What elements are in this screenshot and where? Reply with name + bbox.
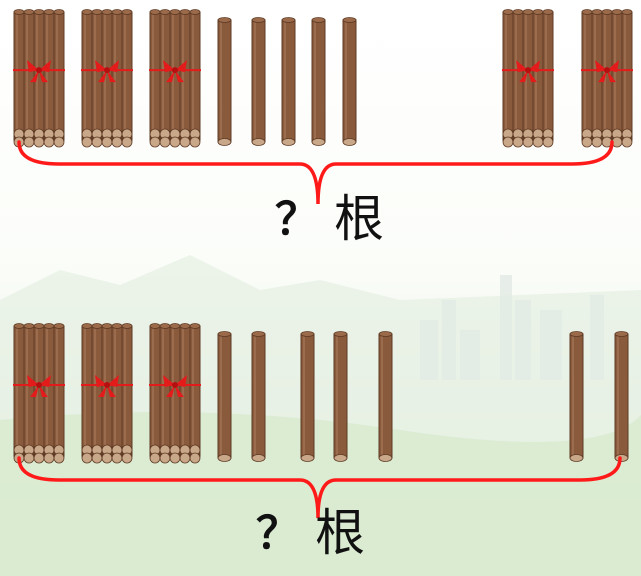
stick-bundle — [149, 9, 201, 148]
stick-bundle — [149, 323, 201, 464]
single-stick — [342, 17, 357, 146]
row-bottom — [13, 323, 629, 519]
row-top — [13, 9, 633, 205]
single-stick — [251, 331, 266, 462]
curly-brace — [17, 456, 622, 519]
stick-bundle — [81, 323, 133, 464]
unit-label-bottom: 根 — [315, 504, 365, 562]
stick-bundle — [81, 9, 133, 148]
single-stick — [281, 17, 296, 146]
single-stick — [614, 331, 629, 462]
stick-bundle — [502, 9, 554, 148]
single-stick — [217, 17, 232, 146]
single-stick — [217, 331, 232, 462]
stick-bundle — [581, 9, 633, 148]
single-stick — [311, 17, 326, 146]
stick-bundle — [13, 323, 65, 464]
single-stick — [333, 331, 348, 462]
single-stick — [251, 17, 266, 146]
curly-brace — [17, 140, 614, 205]
single-stick — [569, 331, 584, 462]
single-stick — [378, 331, 393, 462]
question-mark-bottom: ？ — [256, 508, 300, 559]
unit-label-top: 根 — [334, 190, 384, 248]
question-mark-top: ？ — [275, 194, 319, 245]
single-stick — [300, 331, 315, 462]
stick-bundle — [13, 9, 65, 148]
